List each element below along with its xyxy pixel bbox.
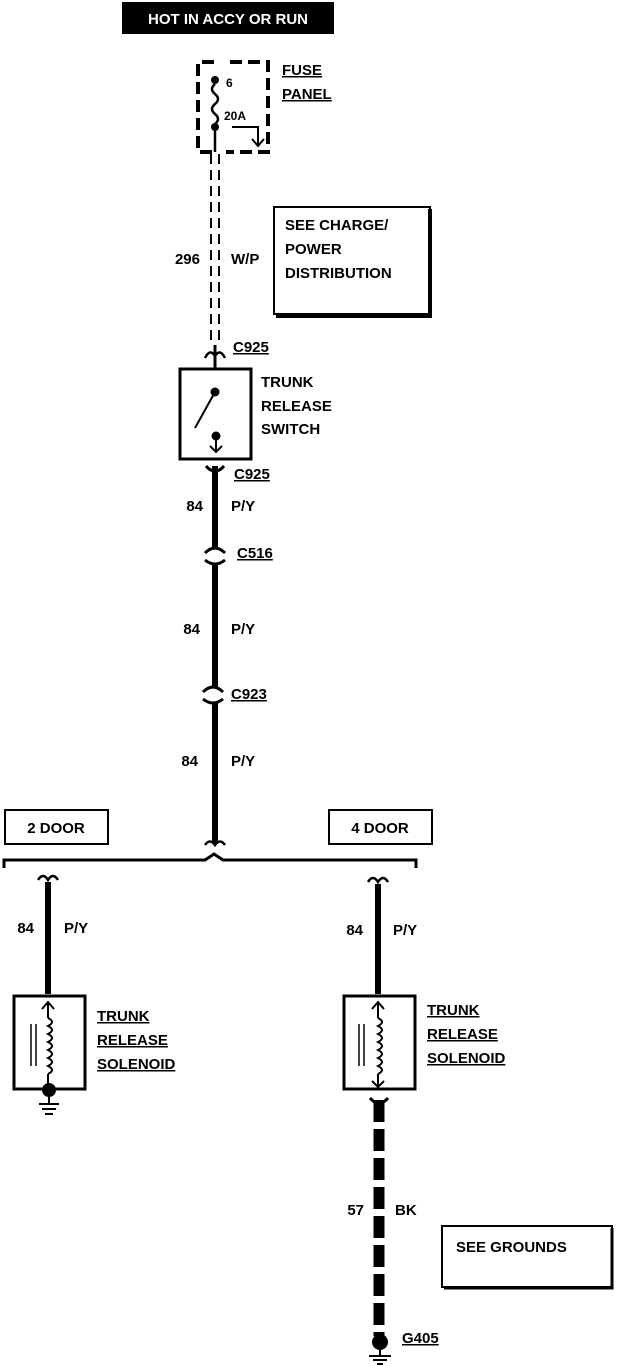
ground-g405-label: G405: [402, 1330, 439, 1347]
switch-label-2: RELEASE: [261, 398, 332, 415]
variant-4-door-label: 4 DOOR: [351, 820, 409, 837]
wire-57: [368, 1097, 390, 1336]
solenoid-4-door: [342, 994, 417, 1091]
wire-color-py-a: P/Y: [231, 498, 255, 515]
note-charge-line3: DISTRIBUTION: [285, 265, 392, 282]
wire-number-84-a: 84: [186, 498, 203, 515]
wire-color-py-b: P/Y: [231, 621, 255, 638]
connector-c925-bottom-label: C925: [234, 466, 270, 483]
connector-c925-top-label: C925: [233, 339, 269, 356]
wire-number-84-right: 84: [346, 922, 363, 939]
wire-color-py-left: P/Y: [64, 920, 88, 937]
fuse-rating: 20A: [224, 109, 246, 123]
connector-c925-top: [203, 345, 227, 369]
solenoid-right-label-1: TRUNK: [427, 1002, 480, 1019]
solenoid-right-label-2: RELEASE: [427, 1026, 498, 1043]
variant-2-door: 2 DOOR: [4, 809, 109, 845]
wire-number-84-b: 84: [183, 621, 200, 638]
fuse-number: 6: [226, 76, 233, 90]
fuse-panel-label-1: FUSE: [282, 62, 322, 79]
ground-g405: [369, 1334, 391, 1365]
wire-color-py-c: P/Y: [231, 753, 255, 770]
solenoid-left-label-2: RELEASE: [97, 1032, 168, 1049]
fuse-panel-label-2: PANEL: [282, 86, 332, 103]
note-charge-line1: SEE CHARGE/: [285, 217, 389, 234]
variant-2-door-label: 2 DOOR: [27, 820, 85, 837]
solenoid-right-label-3: SOLENOID: [427, 1050, 506, 1067]
solenoid-left-label-3: SOLENOID: [97, 1056, 176, 1073]
wire-84-left: [36, 874, 60, 994]
see-grounds-note: SEE GROUNDS: [441, 1225, 614, 1290]
power-source-header: HOT IN ACCY OR RUN: [122, 2, 334, 34]
note-charge-line2: POWER: [285, 241, 342, 258]
wire-color-bk: BK: [395, 1202, 417, 1219]
see-charge-note: SEE CHARGE/ POWER DISTRIBUTION: [273, 206, 432, 318]
connector-c516: [203, 546, 227, 566]
variant-4-door: 4 DOOR: [328, 809, 433, 845]
wire-color-py-right: P/Y: [393, 922, 417, 939]
solenoid-left-label-1: TRUNK: [97, 1008, 150, 1025]
wire-84-right: [366, 876, 390, 994]
wire-number-84-c: 84: [181, 753, 198, 770]
wire-296: [210, 154, 220, 345]
connector-c923-label: C923: [231, 686, 267, 703]
note-grounds: SEE GROUNDS: [456, 1239, 567, 1256]
solenoid-2-door: [12, 994, 87, 1097]
connector-c923: [201, 685, 225, 705]
wire-number-57: 57: [347, 1202, 364, 1219]
power-label: HOT IN ACCY OR RUN: [148, 11, 308, 28]
wire-number-296: 296: [175, 251, 200, 268]
switch-label-1: TRUNK: [261, 374, 314, 391]
wire-color-wp: W/P: [231, 251, 259, 268]
fuse-panel: 6 20A: [196, 60, 270, 154]
wire-number-84-left: 84: [17, 920, 34, 937]
ground-symbol-left: [39, 1096, 59, 1115]
switch-label-3: SWITCH: [261, 421, 320, 438]
trunk-release-switch: [178, 367, 253, 461]
variant-split: [2, 840, 418, 868]
connector-c516-label: C516: [237, 545, 273, 562]
